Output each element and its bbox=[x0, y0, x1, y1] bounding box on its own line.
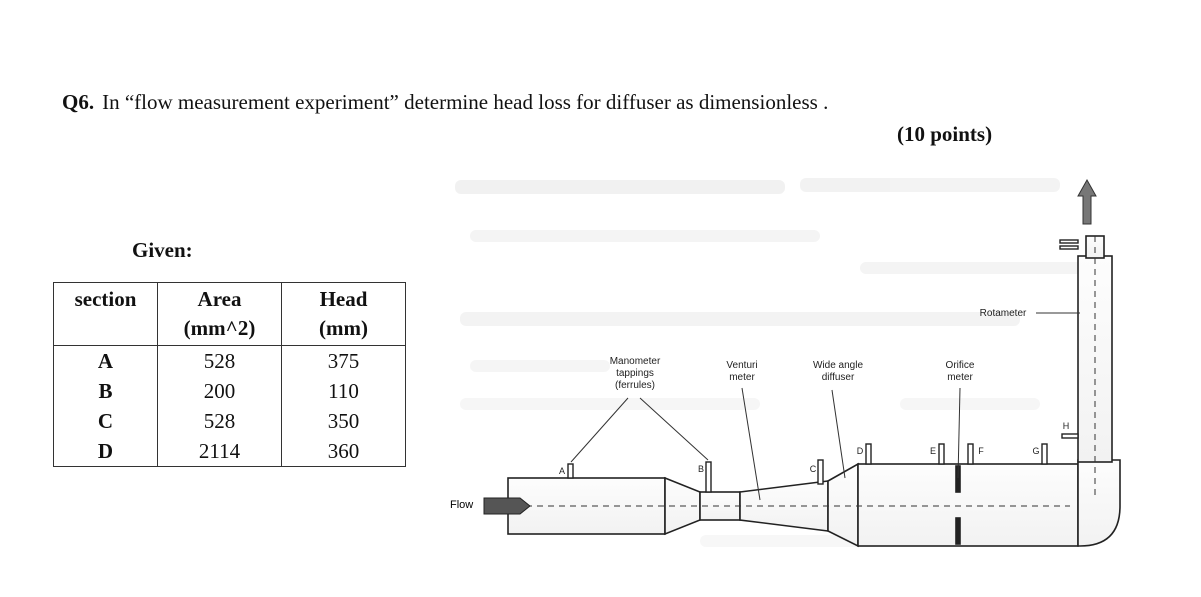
cell-head: 350 bbox=[281, 406, 406, 436]
rotameter-tap-upper bbox=[1059, 239, 1079, 244]
rotameter-tap-lower bbox=[1059, 245, 1079, 250]
question-points: (10 points) bbox=[897, 122, 993, 146]
question-text-line: Q6. In “flow measurement experiment” dete… bbox=[62, 90, 828, 115]
table-row: B 200 110 bbox=[53, 376, 406, 406]
outlet-arrow-up-icon bbox=[1077, 178, 1097, 225]
tap-label-e: E bbox=[930, 446, 936, 456]
flow-measurement-apparatus-diagram: Flow Manometer tappings (ferrules) Ventu… bbox=[450, 178, 1121, 548]
header-area-line1: Area bbox=[197, 287, 242, 311]
wide-angle-diffuser-shape bbox=[827, 462, 859, 548]
cell-section: C bbox=[53, 406, 158, 436]
cell-area: 200 bbox=[157, 376, 282, 406]
large-pipe-section bbox=[857, 463, 1079, 547]
tap-label-a: A bbox=[559, 466, 565, 476]
table-row: D 2114 360 bbox=[53, 436, 406, 467]
flow-label: Flow bbox=[450, 499, 473, 511]
leader-lines bbox=[570, 312, 1080, 501]
cell-section: D bbox=[53, 436, 158, 467]
cell-head: 360 bbox=[281, 436, 406, 467]
tap-label-f: F bbox=[978, 446, 984, 456]
manometer-label-line1: Manometer bbox=[610, 356, 661, 367]
ferrule-h bbox=[1061, 433, 1079, 439]
tap-label-g: G bbox=[1032, 446, 1039, 456]
header-area-line2: (mm^2) bbox=[183, 316, 256, 340]
cell-area: 528 bbox=[157, 406, 282, 436]
pipe-system bbox=[507, 235, 1121, 548]
orifice-label-line1: Orifice bbox=[946, 360, 975, 371]
ferrule-e bbox=[938, 443, 945, 465]
tap-label-d: D bbox=[857, 446, 864, 456]
cell-head: 375 bbox=[281, 345, 406, 376]
table-row: A 528 375 bbox=[53, 345, 406, 376]
cell-section: B bbox=[53, 376, 158, 406]
venturi-label-line2: meter bbox=[729, 372, 755, 383]
tap-label-c: C bbox=[810, 464, 817, 474]
given-heading: Given: bbox=[132, 238, 193, 262]
ferrule-f bbox=[967, 443, 974, 465]
header-section-label: section bbox=[74, 287, 137, 311]
cell-section: A bbox=[53, 345, 158, 376]
orifice-label-line2: meter bbox=[947, 372, 973, 383]
given-data-table: section Area (mm^2) Head (mm) A 528 375 B … bbox=[53, 282, 406, 467]
venturi-label-line1: Venturi bbox=[726, 360, 757, 371]
manometer-label-line2: tappings bbox=[616, 368, 654, 379]
diffuser-label-line2: diffuser bbox=[822, 372, 855, 383]
ferrule-g bbox=[1041, 443, 1048, 465]
venturi-throat bbox=[699, 491, 741, 521]
ferrule-b bbox=[705, 461, 712, 493]
cell-area: 2114 bbox=[157, 436, 282, 467]
pipe-bend bbox=[1077, 459, 1121, 547]
header-head-line2: (mm) bbox=[319, 316, 368, 340]
scan-background bbox=[455, 178, 1100, 547]
ferrule-c bbox=[817, 459, 824, 485]
tapping-ferrules bbox=[567, 239, 1079, 493]
ferrule-a bbox=[567, 463, 574, 479]
table-row: C 528 350 bbox=[53, 406, 406, 436]
flow-inlet-arrow-icon bbox=[483, 497, 531, 515]
rotameter-label: Rotameter bbox=[980, 308, 1027, 319]
tap-label-h: H bbox=[1063, 421, 1070, 431]
cell-area: 528 bbox=[157, 345, 282, 376]
diffuser-label-line1: Wide angle bbox=[813, 360, 863, 371]
header-area: Area (mm^2) bbox=[157, 282, 282, 346]
cell-head: 110 bbox=[281, 376, 406, 406]
manometer-label-line3: (ferrules) bbox=[615, 380, 655, 391]
table-header-row: section Area (mm^2) Head (mm) bbox=[53, 282, 406, 346]
tap-label-b: B bbox=[698, 464, 704, 474]
header-head: Head (mm) bbox=[281, 282, 406, 346]
question-prompt: In “flow measurement experiment” determi… bbox=[102, 90, 829, 114]
ferrule-d bbox=[865, 443, 872, 465]
header-section: section bbox=[53, 282, 158, 346]
question-number: Q6. bbox=[62, 90, 95, 114]
header-head-line1: Head bbox=[319, 287, 368, 311]
